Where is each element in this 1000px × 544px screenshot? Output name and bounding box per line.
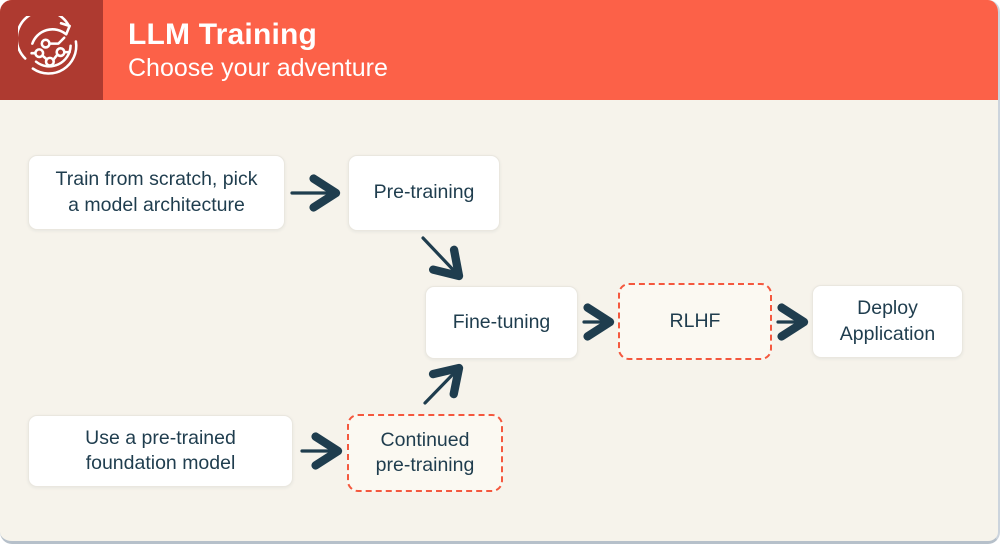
node-use-pretrained: Use a pre-trained foundation model: [28, 415, 293, 487]
node-label-line: Application: [839, 322, 936, 345]
node-label-line: RLHF: [669, 309, 721, 332]
node-rlhf: RLHF: [618, 283, 772, 360]
node-train-from-scratch: Train from scratch, pick a model archite…: [28, 155, 285, 230]
node-label-line: a model architecture: [68, 193, 245, 216]
node-label-line: Fine-tuning: [452, 310, 551, 333]
node-pre-training: Pre-training: [348, 155, 500, 231]
logo-tile: [0, 0, 103, 100]
node-label-line: Train from scratch, pick: [55, 168, 258, 191]
node-fine-tuning: Fine-tuning: [425, 286, 578, 359]
node-label-line: Deploy: [857, 297, 918, 320]
arrows-layer: [290, 174, 809, 470]
node-deploy-application: Deploy Application: [812, 285, 963, 358]
page-title: LLM Training: [128, 17, 318, 51]
model-retraining-cycle-icon: [17, 16, 78, 75]
node-label-line: foundation model: [85, 452, 236, 474]
node-label-line: Pre-training: [373, 181, 475, 204]
edge-continued-to-finetuning: [423, 363, 464, 405]
header-banner: LLM Training Choose your adventure: [0, 0, 998, 100]
page-subtitle: Choose your adventure: [128, 53, 388, 82]
node-continued-pre-training: Continued pre-training: [347, 414, 503, 492]
node-label-line: pre-training: [375, 454, 475, 476]
edge-pretraining-to-finetuning: [421, 236, 464, 281]
node-label-line: Continued: [380, 428, 470, 451]
flowchart-canvas: Train from scratch, pick a model archite…: [0, 100, 998, 541]
header-titles: LLM Training Choose your adventure: [128, 0, 388, 100]
node-label-line: Use a pre-trained: [85, 426, 236, 449]
